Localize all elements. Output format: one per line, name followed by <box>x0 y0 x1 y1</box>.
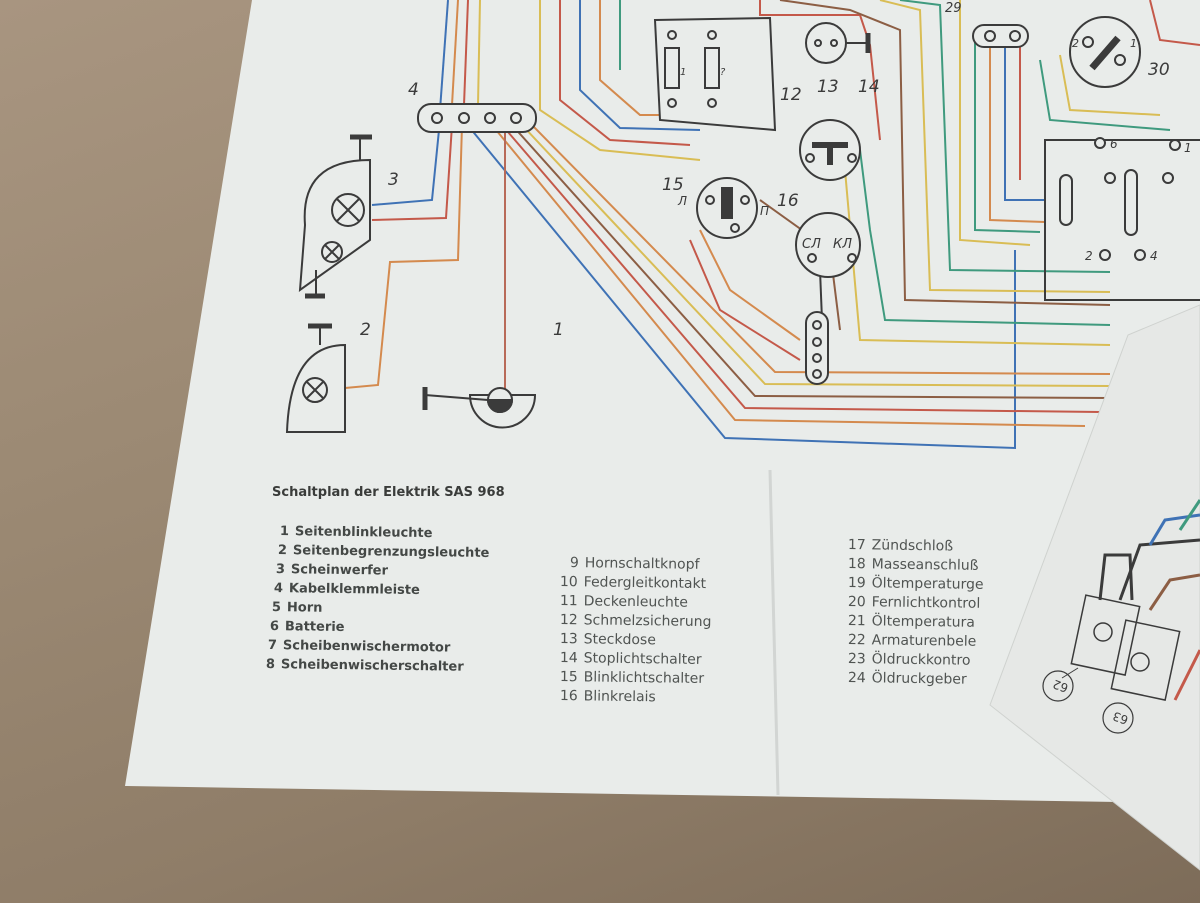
overlay-sheet <box>989 304 1200 871</box>
cable-terminal-strip <box>417 103 537 133</box>
document-title: Schaltplan der Elektrik SAS 968 <box>272 485 505 500</box>
terminal-2b: 2 <box>1085 249 1093 263</box>
label-l: Л <box>677 194 687 208</box>
label-29: 29 <box>945 1 962 16</box>
label-4: 4 <box>408 80 419 100</box>
paper-fold <box>768 469 780 796</box>
label-3: 3 <box>388 170 399 190</box>
label-kl: КЛ <box>833 237 852 252</box>
overlay-label-62: 62 <box>1051 677 1070 695</box>
headlight <box>298 158 371 293</box>
terminal-4: 4 <box>1150 249 1158 263</box>
fuse-block <box>653 16 777 132</box>
wiring-diagram <box>344 0 1200 450</box>
components <box>285 16 1200 433</box>
terminal-1b: 1 <box>1184 141 1192 155</box>
label-16: 16 <box>777 191 799 211</box>
terminal-1: 1 <box>1130 37 1137 50</box>
label-p: П <box>760 204 769 218</box>
label-15: 15 <box>662 175 684 195</box>
fuse-2-label: ? <box>720 67 726 78</box>
diagram-labels: 4 3 2 1 12 13 14 15 16 29 30 2 1 6 1 2 4… <box>360 1 1192 340</box>
terminal-6: 6 <box>1110 137 1118 151</box>
overlay-wiring <box>1042 499 1200 734</box>
label-13: 13 <box>817 77 839 97</box>
terminal-2: 2 <box>1072 37 1079 50</box>
label-sl: СЛ <box>802 237 821 252</box>
label-1: 1 <box>553 320 564 340</box>
label-12: 12 <box>780 85 802 105</box>
label-14: 14 <box>858 77 880 97</box>
label-30: 30 <box>1148 60 1170 80</box>
fuse-1-label: 1 <box>680 67 686 78</box>
overlay-label-63: 63 <box>1111 709 1130 727</box>
label-2: 2 <box>360 320 371 340</box>
